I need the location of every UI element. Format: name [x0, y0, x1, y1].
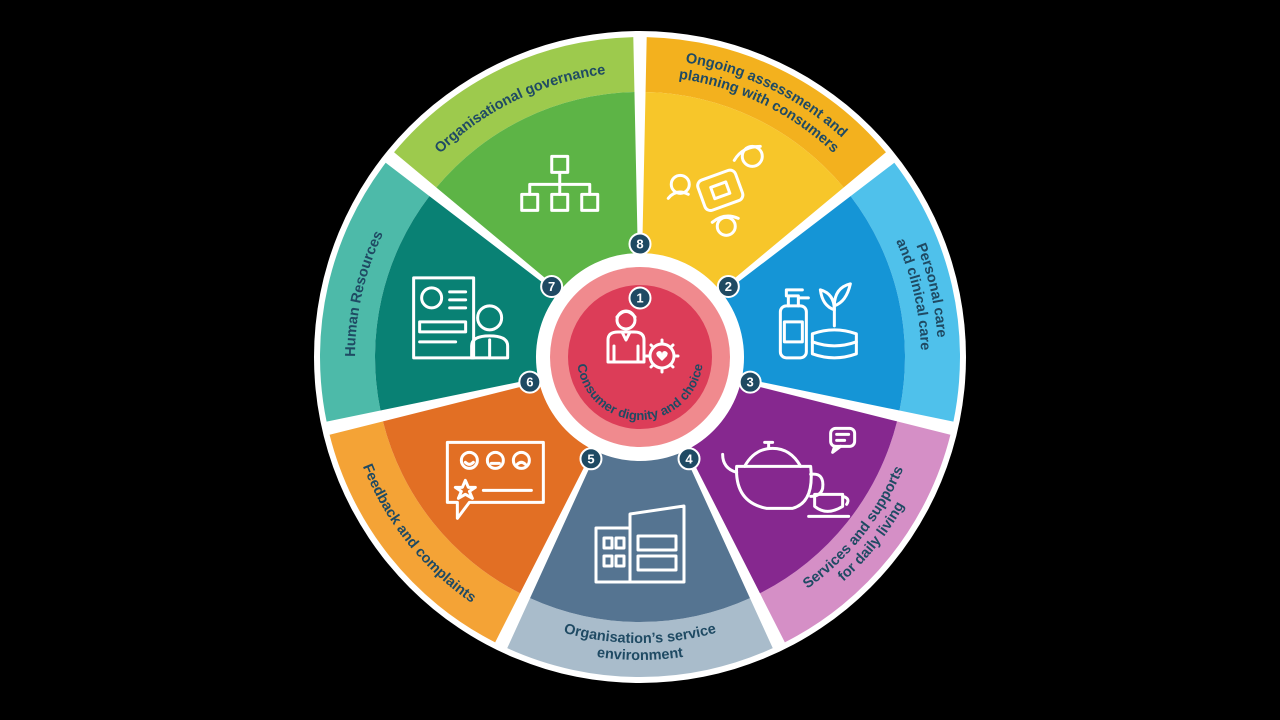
segment-5-label: environment	[596, 645, 684, 664]
consumer-icon	[606, 309, 680, 374]
svg-text:6: 6	[526, 375, 533, 390]
segment-8-outer	[394, 37, 635, 188]
segment-3-number-badge: 3	[738, 370, 762, 394]
segment-6-number-badge: 6	[518, 370, 542, 394]
feedback-bubble-icon	[445, 440, 545, 520]
segment-7-outer	[320, 162, 430, 422]
segment-5-number-badge: 5	[579, 447, 603, 471]
segment-5-outer	[507, 598, 773, 678]
segment-6-inner	[382, 382, 593, 594]
segment-8-number-badge: 8	[628, 232, 652, 256]
segment-4-number-badge: 4	[677, 447, 701, 471]
staff-profile-icon	[412, 276, 510, 360]
teapot-cup-icon	[721, 426, 857, 518]
hub-core	[568, 285, 712, 429]
segment-6-outer	[329, 421, 521, 643]
svg-text:3: 3	[747, 375, 754, 390]
svg-text:7: 7	[548, 279, 555, 294]
segment-3-inner	[722, 196, 905, 411]
svg-text:4: 4	[685, 451, 693, 466]
svg-text:5: 5	[587, 451, 594, 466]
segment-2-outer	[645, 37, 886, 188]
svg-text:2: 2	[725, 279, 732, 294]
org-chart-icon	[520, 154, 600, 212]
segment-3-outer	[850, 162, 960, 422]
segment-8-inner	[436, 92, 638, 291]
svg-text:1: 1	[636, 291, 643, 306]
building-icon	[594, 504, 686, 584]
meeting-table-icon	[666, 144, 764, 237]
segment-4-outer	[759, 421, 951, 643]
segment-2-number-badge: 2	[716, 275, 740, 299]
care-products-icon	[778, 282, 858, 360]
svg-text:8: 8	[636, 237, 643, 252]
segment-7-number-badge: 7	[540, 275, 564, 299]
center-number-badge: 1	[628, 286, 652, 310]
